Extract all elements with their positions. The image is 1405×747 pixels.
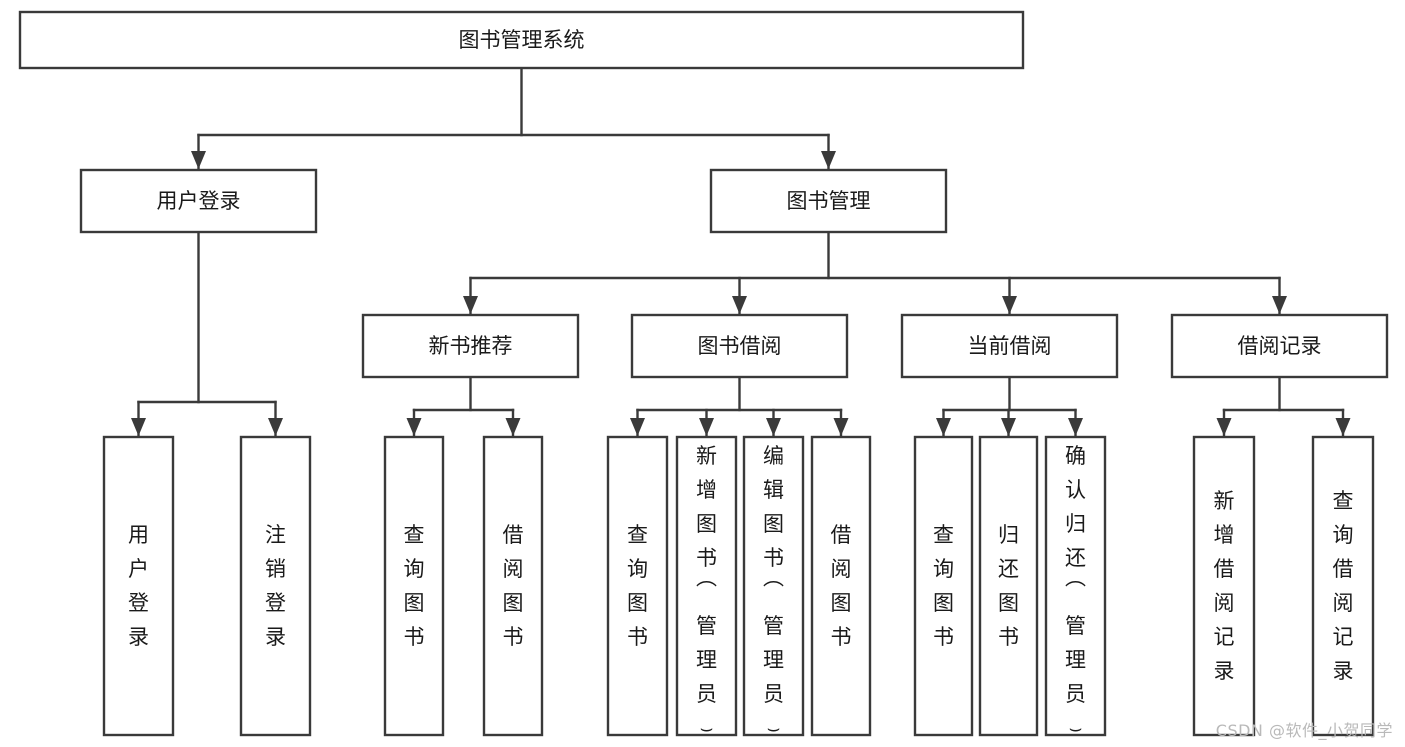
root-node-system-title[interactable]: 图书管理系统	[18, 10, 1025, 70]
leaf-node-6-label: 编辑图书⌒管理员⌣	[763, 444, 784, 740]
level2-node-1-box	[630, 313, 849, 379]
leaf-node-9[interactable]: 归还图书	[978, 435, 1039, 737]
level2-node-1[interactable]: 图书借阅	[630, 313, 849, 379]
level2-2-to-leaves-arrow-1	[1001, 418, 1016, 436]
book-mgmt-to-level2-arrow-3	[1272, 296, 1287, 314]
root-node-system-title-label: 图书管理系统	[459, 28, 585, 52]
leaf-node-6[interactable]: 编辑图书⌒管理员⌣	[742, 435, 805, 740]
leaf-node-0[interactable]: 用户登录	[102, 435, 175, 737]
user-login-to-leaves-arrow-0	[131, 418, 146, 436]
leaf-node-8[interactable]: 查询图书	[913, 435, 974, 737]
leaf-node-2[interactable]: 查询图书	[383, 435, 445, 737]
level1-node-1-box	[709, 168, 948, 234]
leaf-node-12-label: 查询借阅记录	[1333, 489, 1354, 683]
leaf-node-1-box	[239, 435, 312, 737]
book-mgmt-to-level2-arrow-2	[1002, 296, 1017, 314]
leaf-node-2-box	[383, 435, 445, 737]
leaf-node-7[interactable]: 借阅图书	[810, 435, 872, 737]
level2-1-to-leaves-arrow-1	[699, 418, 714, 436]
level2-node-3-box	[1170, 313, 1389, 379]
level1-node-0-box	[79, 168, 318, 234]
leaf-node-6-box	[742, 435, 805, 737]
csdn-watermark: CSDN @软件_小贺同学	[1215, 721, 1393, 740]
book-mgmt-to-level2-arrow-1	[732, 296, 747, 314]
level2-node-2-box	[900, 313, 1119, 379]
level2-0-to-leaves-arrow-0	[406, 418, 422, 436]
level1-node-1[interactable]: 图书管理	[709, 168, 948, 234]
level2-0-to-leaves-arrow-1	[505, 418, 521, 436]
node-boxes-layer: 图书管理系统用户登录图书管理新书推荐图书借阅当前借阅借阅记录用户登录注销登录查询…	[18, 10, 1389, 740]
leaf-node-8-box	[913, 435, 974, 737]
level2-node-2[interactable]: 当前借阅	[900, 313, 1119, 379]
leaf-node-9-label: 归还图书	[998, 523, 1019, 649]
leaf-node-0-label: 用户登录	[128, 523, 149, 649]
leaf-node-10-box	[1044, 435, 1107, 737]
level2-2-to-leaves-arrow-2	[1068, 418, 1083, 436]
level2-1-to-leaves-arrow-0	[630, 418, 645, 436]
leaf-node-12-box	[1311, 435, 1375, 737]
level2-node-2-label: 当前借阅	[968, 334, 1052, 358]
book-mgmt-to-level2-arrow-0	[463, 296, 478, 314]
level2-1-to-leaves-arrow-2	[766, 418, 781, 436]
leaf-node-5-box	[675, 435, 738, 737]
level2-node-3[interactable]: 借阅记录	[1170, 313, 1389, 379]
leaf-node-11[interactable]: 新增借阅记录	[1192, 435, 1256, 737]
level2-3-to-leaves-arrow-0	[1216, 418, 1232, 436]
leaf-node-9-box	[978, 435, 1039, 737]
connector-lines-layer	[131, 66, 1351, 438]
level1-node-1-label: 图书管理	[787, 189, 871, 213]
level2-node-1-label: 图书借阅	[698, 334, 782, 358]
leaf-node-4-label: 查询图书	[627, 523, 648, 649]
level1-node-0-label: 用户登录	[157, 189, 241, 213]
leaf-node-0-box	[102, 435, 175, 737]
leaf-node-7-box	[810, 435, 872, 737]
root-node-system-title-box	[18, 10, 1025, 70]
leaf-node-1-label: 注销登录	[265, 523, 286, 649]
leaf-node-2-label: 查询图书	[404, 523, 425, 649]
leaf-node-7-label: 借阅图书	[831, 523, 852, 649]
leaf-node-5[interactable]: 新增图书⌒管理员⌣	[675, 435, 738, 740]
leaf-node-10-label: 确认归还⌒管理员⌣	[1065, 444, 1086, 740]
level2-3-to-leaves-arrow-1	[1335, 418, 1351, 436]
leaf-node-1[interactable]: 注销登录	[239, 435, 312, 737]
leaf-node-4[interactable]: 查询图书	[606, 435, 669, 737]
leaf-node-11-box	[1192, 435, 1256, 737]
leaf-node-5-label: 新增图书⌒管理员⌣	[696, 444, 717, 740]
leaf-node-12[interactable]: 查询借阅记录	[1311, 435, 1375, 737]
leaf-node-3[interactable]: 借阅图书	[482, 435, 544, 737]
level2-2-to-leaves-arrow-0	[936, 418, 951, 436]
leaf-node-3-label: 借阅图书	[503, 523, 524, 649]
level2-node-0-label: 新书推荐	[429, 334, 513, 358]
leaf-node-11-label: 新增借阅记录	[1214, 489, 1235, 683]
user-login-to-leaves-arrow-1	[268, 418, 283, 436]
level2-node-0-box	[361, 313, 580, 379]
leaf-node-4-box	[606, 435, 669, 737]
level1-node-0[interactable]: 用户登录	[79, 168, 318, 234]
level2-1-to-leaves-arrow-3	[833, 418, 849, 436]
root-to-level1-arrow-0	[191, 151, 206, 169]
leaf-node-8-label: 查询图书	[933, 523, 954, 649]
leaf-node-10[interactable]: 确认归还⌒管理员⌣	[1044, 435, 1107, 740]
leaf-node-3-box	[482, 435, 544, 737]
level2-node-0[interactable]: 新书推荐	[361, 313, 580, 379]
level2-node-3-label: 借阅记录	[1238, 334, 1322, 358]
root-to-level1-arrow-1	[821, 151, 836, 169]
